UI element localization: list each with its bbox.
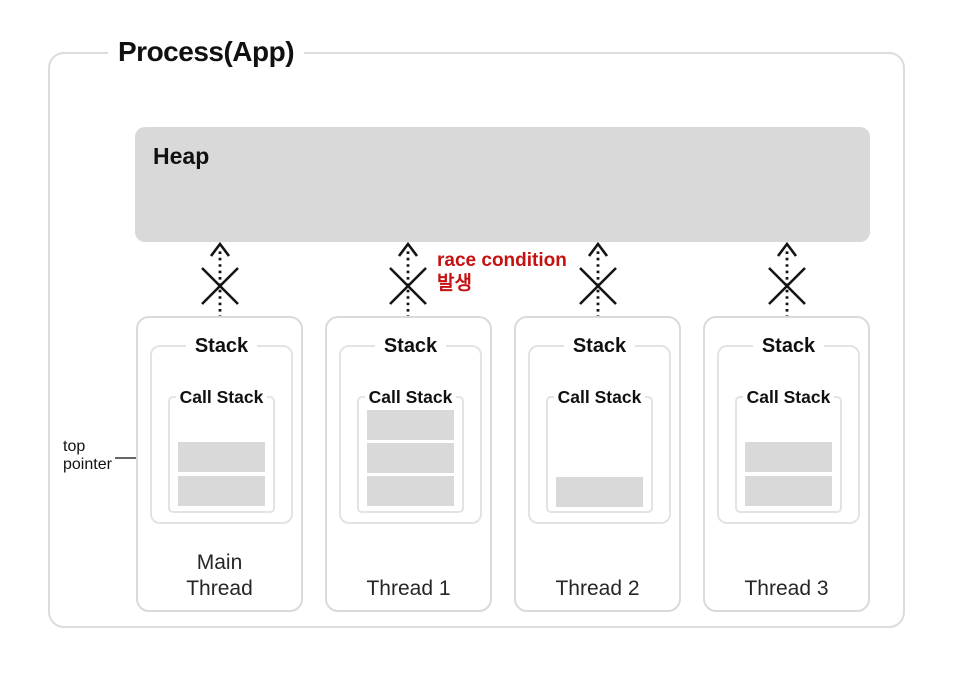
- stack-frame: [556, 477, 643, 507]
- x-mark-icon: [768, 267, 806, 305]
- stack-frame: [178, 442, 265, 472]
- stack-label-text: Stack: [185, 335, 258, 357]
- stack-label-text: Stack: [752, 335, 825, 357]
- thread-name-label: Thread 1: [366, 577, 451, 600]
- heap-label: Heap: [153, 143, 210, 169]
- stack-frame: [745, 476, 832, 506]
- thread-box-thread-2: Stack Call Stack Thread 2: [514, 316, 681, 612]
- thread-box-thread-3: Stack Call Stack Thread 3: [703, 316, 870, 612]
- blocked-arrow-thread-2: [579, 241, 617, 318]
- call-stack-label: Call Stack: [540, 386, 659, 408]
- call-stack-label: Call Stack: [729, 386, 848, 408]
- stack-label-text: Stack: [374, 335, 447, 357]
- call-stack-box: Call Stack: [735, 387, 842, 513]
- thread-name-label: Thread 3: [744, 577, 829, 600]
- call-stack-box: Call Stack: [546, 387, 653, 513]
- stack-label: Stack: [341, 333, 480, 359]
- stack-box: Stack Call Stack: [339, 335, 482, 524]
- stack-frame: [745, 442, 832, 472]
- stack-label-text: Stack: [563, 335, 636, 357]
- call-stack-box: Call Stack: [357, 387, 464, 513]
- x-mark-icon: [389, 267, 427, 305]
- stack-frames: [737, 398, 840, 511]
- call-stack-label: Call Stack: [351, 386, 470, 408]
- stack-frames: [359, 398, 462, 511]
- stack-label: Stack: [719, 333, 858, 359]
- race-condition-line1: race condition: [437, 250, 567, 271]
- race-condition-warning: race condition 발생: [437, 249, 567, 295]
- thread-box-main-thread: Stack Call Stack Main Thread: [136, 316, 303, 612]
- call-stack-box: Call Stack: [168, 387, 275, 513]
- stack-label: Stack: [530, 333, 669, 359]
- blocked-arrow-thread-1: [389, 241, 427, 318]
- process-title: Process(App): [108, 35, 305, 69]
- stack-frames: [548, 398, 651, 511]
- thread-box-thread-1: Stack Call Stack Thread 1: [325, 316, 492, 612]
- stack-frame: [178, 476, 265, 506]
- stack-frame: [367, 443, 454, 473]
- call-stack-label-text: Call Stack: [364, 387, 457, 407]
- call-stack-label: Call Stack: [162, 386, 281, 408]
- blocked-arrow-thread-3: [768, 241, 806, 318]
- stack-box: Stack Call Stack: [717, 335, 860, 524]
- x-mark-icon: [579, 267, 617, 305]
- call-stack-label-text: Call Stack: [553, 387, 646, 407]
- top-pointer-line2: pointer: [63, 456, 112, 473]
- stack-frame: [367, 476, 454, 506]
- heap-box: Heap: [135, 127, 870, 242]
- blocked-arrow-main-thread: [201, 241, 239, 318]
- stack-frames: [170, 398, 273, 511]
- arrowhead-up-icon: [587, 241, 609, 257]
- stack-box: Stack Call Stack: [150, 335, 293, 524]
- top-pointer-line1: top: [63, 438, 86, 455]
- stack-box: Stack Call Stack: [528, 335, 671, 524]
- top-pointer-label: top pointer: [63, 438, 112, 474]
- call-stack-label-text: Call Stack: [742, 387, 835, 407]
- stack-label: Stack: [152, 333, 291, 359]
- thread-name-label: Thread 2: [555, 577, 640, 600]
- stack-frame: [367, 410, 454, 440]
- arrowhead-up-icon: [397, 241, 419, 257]
- race-condition-line2: 발생: [437, 273, 472, 294]
- arrowhead-up-icon: [209, 241, 231, 257]
- call-stack-label-text: Call Stack: [175, 387, 268, 407]
- arrowhead-up-icon: [776, 241, 798, 257]
- x-mark-icon: [201, 267, 239, 305]
- thread-name-label: Main Thread: [186, 551, 253, 600]
